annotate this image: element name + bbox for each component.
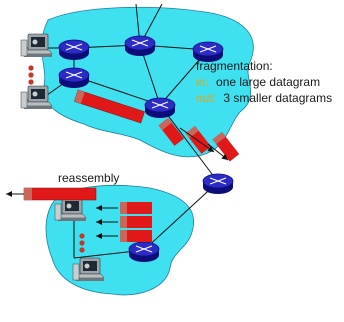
router-icon <box>58 39 90 61</box>
fragmentation-title: fragmentation: <box>196 59 273 73</box>
out-line: out: 3 smaller datagrams <box>196 91 332 105</box>
reassembled-datagram <box>23 187 97 201</box>
router-icon <box>128 241 160 263</box>
in-line: in: one large datagram <box>196 75 320 89</box>
vertical-dots-icon <box>79 233 85 253</box>
host-computer-icon <box>20 33 53 58</box>
fragment-stack <box>120 202 152 242</box>
reassembly-label: reassembly <box>58 171 119 185</box>
out-label: out: <box>196 91 216 105</box>
out-text: 3 smaller datagrams <box>223 91 332 105</box>
host-computer-icon <box>20 85 53 110</box>
router-icon <box>124 35 156 57</box>
router-icon <box>58 67 90 89</box>
router-icon <box>144 97 176 119</box>
in-label: in: <box>196 75 209 89</box>
large-datagram <box>73 89 145 124</box>
in-text: one large datagram <box>216 75 320 89</box>
vertical-dots-icon <box>28 65 34 85</box>
small-datagram <box>212 132 240 162</box>
router-icon <box>202 173 234 195</box>
small-datagram <box>158 118 185 146</box>
small-datagram <box>185 126 212 154</box>
